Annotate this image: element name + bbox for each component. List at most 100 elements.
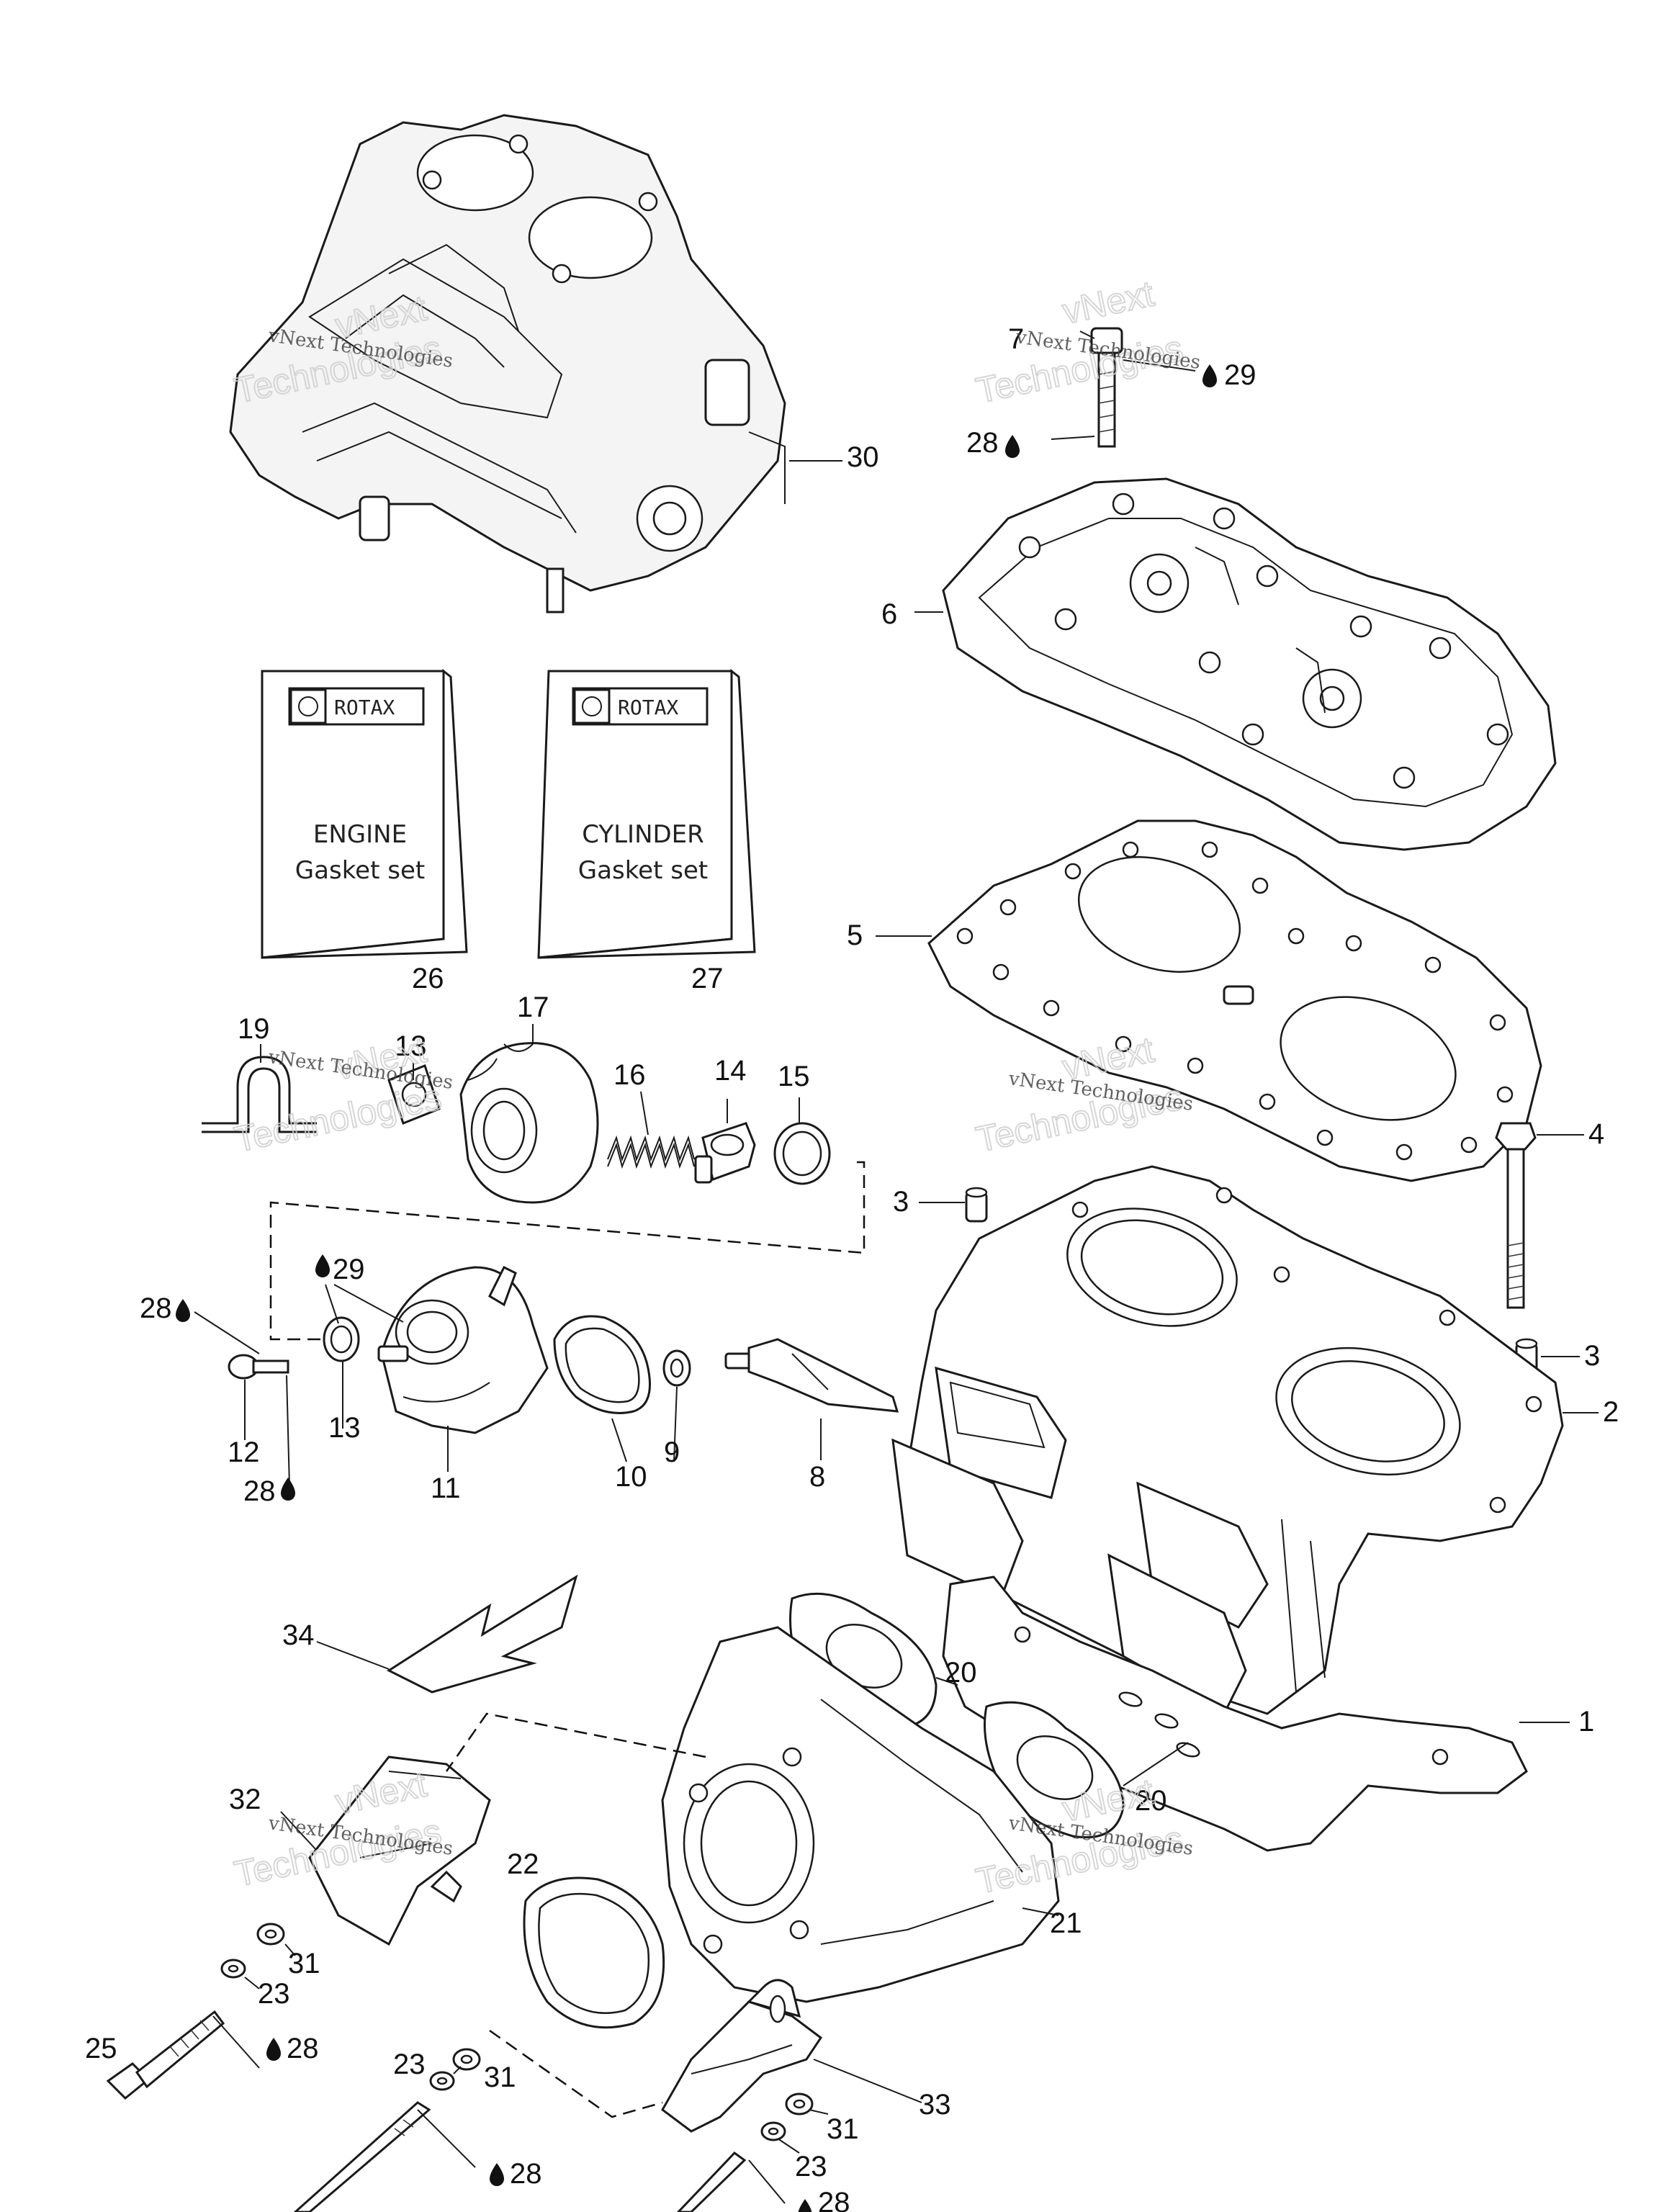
callout-20a: 20	[945, 1657, 977, 1689]
thermostat-part-14	[694, 1122, 756, 1184]
callout-6: 6	[881, 598, 897, 630]
exhaust-manifold-part-21	[661, 1626, 1060, 2003]
oil-drop-icon	[315, 1254, 330, 1277]
oil-drop-icon	[1202, 364, 1217, 387]
cylinder-part-2	[891, 1165, 1564, 1716]
lock-washer-part-23-right	[760, 2121, 786, 2141]
washer-part-31-middle	[452, 2048, 481, 2071]
callout-29b: 29	[333, 1254, 365, 1285]
dowel-pin-part-3a	[965, 1187, 988, 1223]
callout-31a: 31	[288, 1948, 320, 1979]
thermostat-housing-part-11	[377, 1265, 549, 1434]
assembly-lines	[269, 1161, 866, 2118]
head-gasket-part-5	[927, 819, 1542, 1182]
callout-28b: 28	[140, 1292, 172, 1324]
callout-30: 30	[847, 441, 879, 473]
callout-34: 34	[282, 1619, 315, 1651]
callout-19: 19	[238, 1013, 270, 1045]
callout-7: 7	[1008, 323, 1024, 355]
bolt-part-28-lower	[676, 2152, 747, 2212]
callout-9: 9	[664, 1437, 680, 1468]
cylinder-box-brand: ROTAX	[618, 696, 678, 719]
gasket-part-10	[553, 1315, 651, 1414]
callout-8: 8	[809, 1461, 825, 1493]
callout-2: 2	[1603, 1396, 1619, 1428]
callout-1: 1	[1578, 1706, 1594, 1737]
engine-box-title: ENGINE	[313, 820, 407, 849]
stud-part-7	[1090, 327, 1123, 448]
decal-part-34	[386, 1574, 578, 1694]
callout-28c: 28	[243, 1475, 276, 1507]
callout-21: 21	[1050, 1907, 1082, 1939]
callout-25: 25	[85, 2033, 117, 2064]
callout-27: 27	[691, 963, 724, 994]
thermostat-cover-part-17	[459, 1042, 599, 1204]
callout-numbers: 30 6 5 4 3 3 2 1 7 29 28 26 27 19 13 17 …	[85, 323, 1619, 2212]
bolt-part-4	[1495, 1122, 1537, 1309]
clamp-part-19	[202, 1056, 317, 1133]
callout-28e: 28	[510, 2158, 542, 2190]
callout-29a: 29	[1224, 359, 1256, 391]
cylinder-gasket-set-part-27: ROTAX CYLINDER Gasket set	[537, 668, 756, 959]
callout-31c: 31	[827, 2113, 859, 2145]
gasket-part-22	[523, 1876, 665, 2029]
callout-4: 4	[1588, 1118, 1604, 1150]
callout-15: 15	[778, 1061, 810, 1092]
callout-3b: 3	[1584, 1340, 1600, 1372]
washer-part-9	[662, 1349, 691, 1387]
callout-17: 17	[517, 992, 549, 1023]
callout-28f: 28	[818, 2187, 850, 2212]
oil-drop-icon	[266, 2038, 281, 2061]
leader-lines	[194, 331, 1599, 2204]
callout-32: 32	[229, 1784, 261, 1815]
callout-28d: 28	[287, 2033, 319, 2064]
screw-part-12	[228, 1354, 289, 1380]
callout-13b: 13	[328, 1412, 361, 1444]
seal-part-13-lower	[323, 1316, 360, 1362]
spring-part-16	[607, 1135, 695, 1169]
long-stud-part-28	[293, 2101, 431, 2212]
oil-drop-icon	[490, 2163, 504, 2186]
callout-26: 26	[412, 963, 444, 994]
cylinder-box-title: CYLINDER	[582, 820, 704, 849]
callout-33: 33	[919, 2089, 951, 2121]
lock-washer-part-23-left	[220, 1959, 246, 1979]
watermark-big-3b: Technologies	[231, 1076, 445, 1159]
outlet-fitting-part-8	[724, 1338, 899, 1413]
bolt-part-25	[106, 2010, 225, 2100]
cylinder-head-part-6	[942, 477, 1557, 851]
callout-20b: 20	[1135, 1785, 1167, 1817]
bracket-part-32	[308, 1755, 491, 1946]
callout-23c: 23	[795, 2151, 827, 2182]
engine-box-brand: ROTAX	[334, 696, 395, 719]
callout-28a: 28	[966, 427, 999, 459]
callout-10: 10	[615, 1461, 647, 1493]
washer-part-31-left	[256, 1923, 285, 1946]
oil-drop-icon	[176, 1299, 190, 1322]
watermark-big-2a: vNext	[1059, 273, 1158, 331]
washer-part-31-right	[785, 2092, 814, 2116]
oil-drop-icon	[281, 1478, 295, 1501]
o-ring-part-15	[773, 1122, 831, 1185]
callout-11: 11	[431, 1473, 461, 1504]
engine-gasket-set-part-26: ROTAX ENGINE Gasket set	[261, 668, 468, 959]
callout-5: 5	[847, 920, 863, 951]
callout-3a: 3	[893, 1186, 909, 1218]
oil-drop-icons	[176, 364, 1217, 2212]
oil-drop-icon	[798, 2199, 812, 2212]
callout-23a: 23	[258, 1978, 290, 2010]
oil-drop-icon	[1005, 435, 1020, 458]
callout-16: 16	[613, 1059, 646, 1091]
callout-13a: 13	[395, 1030, 427, 1062]
callout-31b: 31	[484, 2062, 516, 2093]
callout-22: 22	[507, 1848, 539, 1880]
callout-12: 12	[228, 1437, 260, 1468]
engine-block-part-30	[229, 114, 786, 613]
cylinder-box-subtitle: Gasket set	[578, 856, 708, 885]
engine-box-subtitle: Gasket set	[295, 856, 425, 885]
callout-14: 14	[714, 1055, 747, 1087]
callout-23b: 23	[393, 2049, 426, 2080]
bracket-part-33	[661, 1979, 823, 2133]
lock-washer-part-23-middle	[429, 2071, 455, 2091]
